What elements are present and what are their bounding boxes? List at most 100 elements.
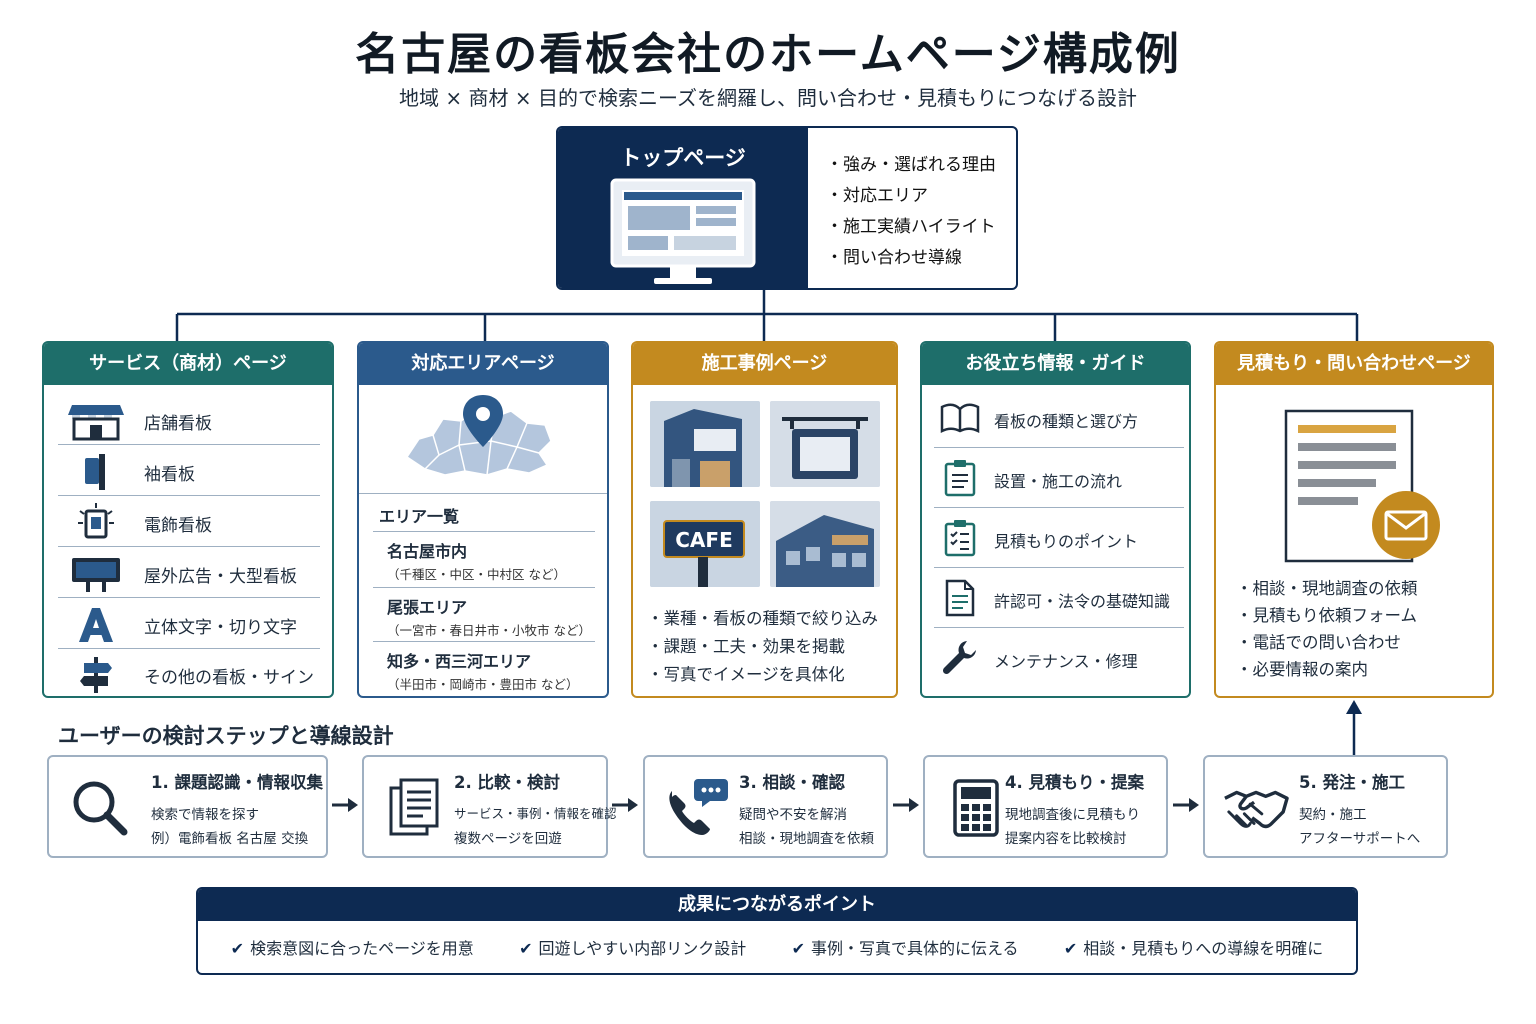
up-arrow-icon (1346, 700, 1362, 714)
area-sub: （半田市・岡崎市・豊田市 など） (387, 677, 579, 692)
arrow-right-icon (332, 798, 358, 812)
service-item-label: 電飾看板 (144, 516, 212, 536)
step-line: 検索で情報を探す (151, 807, 259, 823)
step-5[interactable]: 5. 発注・施工 契約・施工 アフターサポートへ (1203, 755, 1448, 858)
arrow-right-icon (893, 798, 919, 812)
area-name: 知多・西三河エリア (387, 652, 532, 671)
area-list-title: エリア一覧 (379, 507, 460, 526)
guide-item[interactable]: メンテナンス・修理 (934, 628, 1184, 688)
service-item[interactable]: その他の看板・サイン (58, 649, 320, 696)
step-title: 1. 課題認識・情報収集 (151, 773, 323, 792)
guide-item-label: 見積もりのポイント (994, 532, 1139, 551)
top-feature: ・施工実績ハイライト (826, 217, 996, 237)
case-photo-storefront (650, 401, 760, 487)
step-title: 3. 相談・確認 (739, 773, 845, 792)
step-1[interactable]: 1. 課題認識・情報収集 検索で情報を探す 例）電飾看板 名古屋 交換 (47, 755, 328, 858)
step-3[interactable]: 3. 相談・確認 疑問や不安を解消 相談・現地調査を依頼 (643, 755, 888, 858)
estimate-feature: ・必要情報の案内 (1236, 660, 1368, 679)
step-4[interactable]: 4. 見積もり・提案 現地調査後に見積もり 提案内容を比較検討 (923, 755, 1168, 858)
document-icon (940, 579, 980, 617)
check-icon: ✔ (791, 939, 806, 958)
step-line: 疑問や不安を解消 (739, 807, 847, 823)
key-point-label: 回遊しやすい内部リンク設計 (538, 939, 747, 958)
guide-item[interactable]: 見積もりのポイント (934, 508, 1184, 568)
cases-features: ・業種・看板の種類で絞り込み ・課題・工夫・効果を掲載 ・写真でイメージを具体化 (647, 605, 878, 689)
service-item[interactable]: 屋外広告・大型看板 (58, 548, 320, 598)
step-line: 契約・施工 (1299, 807, 1367, 823)
calculator-icon (943, 775, 1009, 841)
case-photo-projecting (770, 401, 880, 487)
form-mail-icon (1284, 409, 1440, 563)
check-icon: ✔ (519, 939, 533, 958)
storefront-icon (68, 403, 124, 441)
step-line: アフターサポートへ (1299, 831, 1421, 847)
step-title: 4. 見積もり・提案 (1005, 773, 1144, 792)
estimate-page-card[interactable]: 見積もり・問い合わせページ ・相談・現地調査の依頼 ・見積もり依頼フォーム ・電… (1214, 341, 1494, 698)
estimate-features: ・相談・現地調査の依頼 ・見積もり依頼フォーム ・電話での問い合わせ ・必要情報… (1236, 575, 1418, 683)
service-item-label: 袖看板 (144, 465, 195, 485)
monitor-icon (610, 178, 756, 284)
guide-item-label: 看板の種類と選び方 (994, 412, 1139, 431)
area-name: 名古屋市内 (387, 542, 468, 561)
check-icon: ✔ (1063, 939, 1078, 958)
guide-page-card[interactable]: お役立ち情報・ガイド 看板の種類と選び方 設置・施工の流れ 見積もりのポイント … (920, 341, 1191, 698)
key-point: ✔ 検索意図に合ったページを用意 (231, 935, 474, 959)
page-subtitle: 地域 × 商材 × 目的で検索ニーズを網羅し、問い合わせ・見積もりにつなげる設計 (399, 86, 1137, 110)
case-feature: ・業種・看板の種類で絞り込み (647, 609, 878, 628)
cases-page-title: 施工事例ページ (633, 343, 896, 385)
service-item[interactable]: 袖看板 (58, 446, 320, 496)
case-feature: ・写真でイメージを具体化 (647, 665, 845, 684)
guide-item-label: メンテナンス・修理 (994, 652, 1138, 671)
step-line: 提案内容を比較検討 (1005, 831, 1127, 847)
top-feature: ・対応エリア (826, 186, 928, 206)
key-point: ✔ 回遊しやすい内部リンク設計 (519, 935, 746, 959)
guide-item[interactable]: 看板の種類と選び方 (934, 388, 1184, 448)
key-point-label: 事例・写真で具体的に伝える (811, 939, 1019, 958)
key-points-title: 成果につながるポイント (198, 889, 1356, 921)
step-2[interactable]: 2. 比較・検討 サービス・事例・情報を確認 複数ページを回遊 (362, 755, 617, 858)
step-title: 5. 発注・施工 (1299, 773, 1405, 792)
key-point-label: 検索意図に合ったページを用意 (250, 939, 474, 958)
case-photo-building (770, 501, 880, 587)
pages-icon (382, 775, 448, 841)
key-point: ✔ 事例・写真で具体的に伝える (792, 935, 1019, 959)
service-item[interactable]: 立体文字・切り文字 (58, 599, 320, 649)
top-page-box[interactable]: トップページ ・強み・選ばれる理由 ・対応エリア ・施工実績ハイライト ・問い合… (556, 126, 1018, 290)
steps-section-title: ユーザーの検討ステップと導線設計 (58, 724, 394, 748)
area-item[interactable]: 知多・西三河エリア （半田市・岡崎市・豊田市 など） (373, 641, 595, 696)
area-page-title: 対応エリアページ (359, 343, 607, 385)
magnifier-icon (67, 775, 133, 841)
check-icon: ✔ (230, 939, 245, 958)
estimate-feature: ・電話での問い合わせ (1236, 633, 1401, 652)
service-item[interactable]: 店舗看板 (58, 395, 320, 445)
guide-item[interactable]: 設置・施工の流れ (934, 448, 1184, 508)
step-line: 相談・現地調査を依頼 (739, 831, 874, 847)
area-sub: （千種区・中区・中村区 など） (387, 567, 566, 582)
checklist-icon (940, 520, 980, 557)
estimate-page-title: 見積もり・問い合わせページ (1216, 343, 1492, 385)
service-item[interactable]: 電飾看板 (58, 497, 320, 547)
illuminated-sign-icon (68, 503, 124, 541)
estimate-feature: ・見積もり依頼フォーム (1236, 606, 1418, 625)
service-item-label: 立体文字・切り文字 (144, 618, 297, 638)
service-item-label: 店舗看板 (144, 414, 212, 434)
step-line: 現地調査後に見積もり (1005, 807, 1140, 823)
clipboard-icon (940, 460, 980, 497)
handshake-icon (1223, 775, 1289, 841)
service-page-card[interactable]: サービス（商材）ページ 店舗看板 袖看板 電飾看板 屋外広告・大型看板 立体文字… (42, 341, 334, 698)
area-page-card[interactable]: 対応エリアページ エリア一覧 名古屋市内 （千種区・中区・中村区 など） 尾張エ… (357, 341, 609, 698)
cases-page-card[interactable]: 施工事例ページ CAFE ・業種・看板の種類で絞り込み ・課題・工夫・効果を掲載… (631, 341, 898, 698)
estimate-feature: ・相談・現地調査の依頼 (1236, 579, 1418, 598)
area-item[interactable]: 名古屋市内 （千種区・中区・中村区 など） (373, 531, 595, 586)
guide-item-label: 設置・施工の流れ (994, 472, 1123, 491)
arrow-right-icon (1173, 798, 1199, 812)
key-point: ✔相談・見積もりへの導線を明確に (1064, 935, 1323, 959)
top-page-features: ・強み・選ばれる理由 ・対応エリア ・施工実績ハイライト ・問い合わせ導線 (826, 150, 996, 274)
case-photo-cafe: CAFE (650, 501, 760, 587)
arrow-right-icon (612, 798, 638, 812)
area-name: 尾張エリア (387, 598, 468, 617)
service-item-label: 屋外広告・大型看板 (144, 567, 297, 587)
area-item[interactable]: 尾張エリア （一宮市・春日井市・小牧市 など） (373, 587, 595, 642)
guide-item[interactable]: 許認可・法令の基礎知識 (934, 568, 1184, 628)
